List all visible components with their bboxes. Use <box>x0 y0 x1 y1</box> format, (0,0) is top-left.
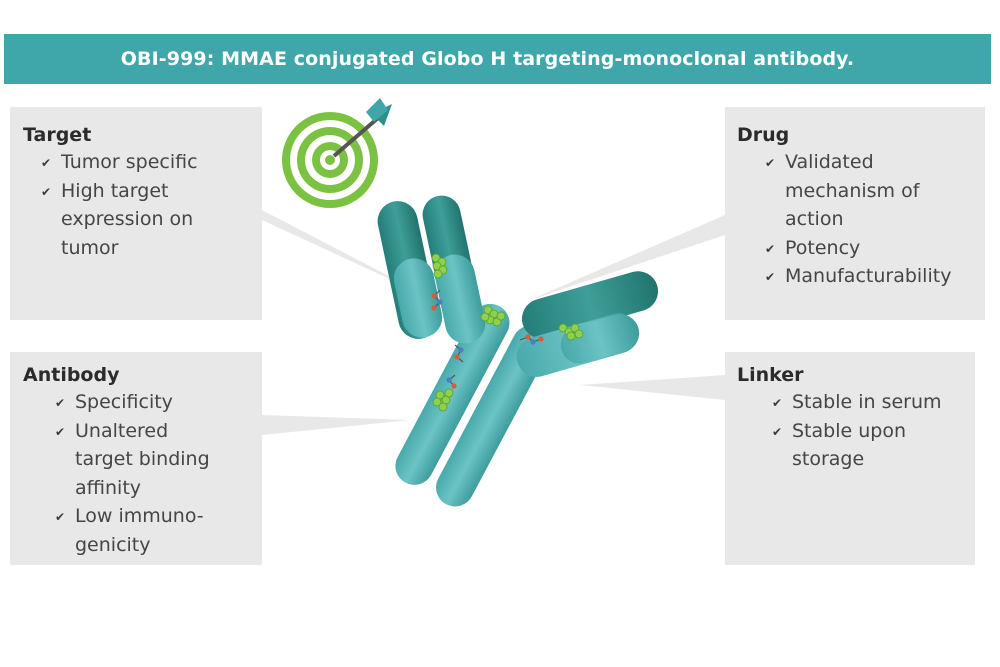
linker-list: Stable in serum Stable upon storage <box>737 388 977 474</box>
antibody-item-continued: genicity <box>75 533 151 556</box>
target-title: Target <box>23 124 92 146</box>
linker-nodes <box>431 293 544 389</box>
antibody-box: Antibody Specificity Unaltered target bi… <box>23 362 253 559</box>
linker-title: Linker <box>737 364 804 386</box>
linker-item-continued: storage <box>792 448 865 470</box>
antibody-item-continued: target binding <box>75 448 210 470</box>
target-item: High target <box>23 177 253 205</box>
drug-item: Potency <box>737 234 987 262</box>
antibody-item: Specificity <box>23 388 253 417</box>
target-box: Target Tumor specific High target expres… <box>23 122 253 262</box>
page-title: OBI-999: MMAE conjugated Globo H targeti… <box>120 48 855 70</box>
drug-title: Drug <box>737 124 790 146</box>
drug-box: Drug Validated mechanism of action Poten… <box>737 122 987 291</box>
drug-list: Validated mechanism of action Potency Ma… <box>737 148 987 291</box>
target-item: Tumor specific <box>23 148 253 177</box>
drug-item: Manufacturability <box>737 262 987 291</box>
drug-item: Validated <box>737 148 987 177</box>
title-banner: OBI-999: MMAE conjugated Globo H targeti… <box>4 34 991 84</box>
antibody-item: Low immuno- <box>23 502 253 531</box>
linker-box: Linker Stable in serum Stable upon stora… <box>737 362 977 474</box>
target-item-continued: tumor <box>61 236 119 259</box>
antibody-item-continued: affinity <box>75 476 142 499</box>
antibody-molecule <box>377 195 659 507</box>
target-list: Tumor specific High target expression on… <box>23 148 253 262</box>
linker-item: Stable upon <box>737 417 977 445</box>
antibody-list: Specificity Unaltered target binding aff… <box>23 388 253 559</box>
linker-item: Stable in serum <box>737 388 977 417</box>
payload-clusters <box>431 253 584 412</box>
antibody-item: Unaltered <box>23 417 253 445</box>
drug-item-continued: action <box>785 208 844 230</box>
bullseye-icon <box>282 98 392 208</box>
target-item-continued: expression on <box>61 208 194 230</box>
drug-item-continued: mechanism of <box>785 179 920 202</box>
antibody-title: Antibody <box>23 364 120 386</box>
